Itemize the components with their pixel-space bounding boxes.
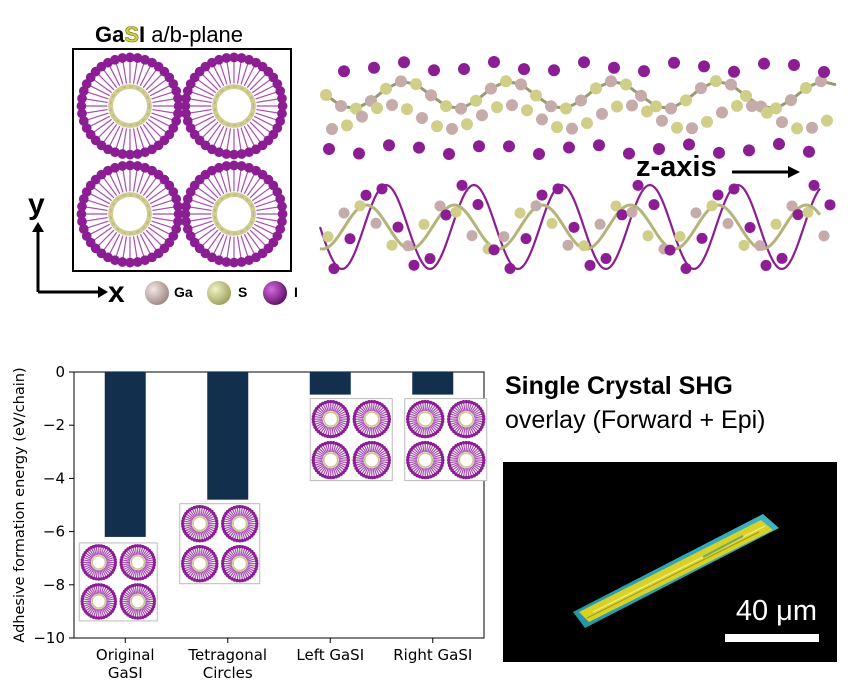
scale-bar-label: 40 μm (735, 595, 817, 627)
y-axis-label: Adhesive formation energy (eV/chain) (12, 367, 28, 642)
thumbnail-ring (311, 399, 351, 439)
x-tick-label: Right GaSI (393, 646, 472, 664)
thumbnail-ring (405, 440, 445, 480)
thumbnail-ring (180, 544, 219, 583)
title-s-highlight: S (124, 22, 140, 48)
shg-title: Single Crystal SHG (505, 372, 733, 400)
shg-micrograph: 40 μm (503, 462, 837, 662)
thumbnail-ring (220, 504, 259, 543)
legend-i-atom-icon (263, 281, 287, 305)
ring-3 (76, 160, 184, 268)
bar (412, 372, 454, 395)
scale-bar (725, 634, 819, 642)
bar (104, 372, 146, 537)
thumbnail-ring (446, 399, 486, 439)
ring-1 (76, 52, 184, 160)
y-tick-label: 0 (55, 363, 65, 381)
thumbnail-ring (119, 583, 157, 620)
thumbnail-ring (80, 583, 118, 620)
y-tick-label: −8 (43, 576, 65, 594)
x-tick-label: GaSI (108, 664, 143, 682)
legend-s-label: S (238, 284, 248, 300)
thumbnail-ring (352, 399, 392, 439)
y-tick-label: −10 (33, 629, 65, 647)
x-tick-label: Tetragonal (187, 646, 267, 664)
bar-structure-thumbnail (179, 503, 261, 585)
adhesive-energy-chart: 0 −2 −4 −6 −8 −10 Adhesive formation energy (e… (12, 363, 488, 682)
bar-structure-thumbnail (78, 542, 158, 622)
thumbnail-ring (80, 544, 118, 581)
ring-structure-grid (76, 52, 288, 268)
atom-legend: Ga S I (144, 280, 314, 308)
x-tick-label: Left GaSI (296, 646, 364, 664)
legend-ga-atom-icon (145, 281, 169, 305)
thumbnail-ring (405, 399, 445, 439)
thumbnail-ring (119, 544, 157, 581)
ring-2 (180, 52, 288, 160)
x-tick-label: Circles (203, 664, 253, 682)
y-tick-label: −2 (43, 416, 65, 434)
bar (207, 372, 249, 500)
z-axis-label: z-axis (636, 151, 717, 183)
structure-title: GaSI a/b-plane (95, 22, 244, 48)
thumbnail-ring (311, 440, 351, 480)
legend-ga-label: Ga (174, 284, 193, 300)
chain-helix-view (318, 179, 836, 275)
x-tick-label: Original (96, 646, 155, 664)
thumbnail-ring (180, 504, 219, 543)
z-axis-arrow (732, 166, 800, 178)
bar (309, 372, 351, 395)
thumbnail-ring (220, 544, 259, 583)
shg-subtitle: overlay (Forward + Epi) (505, 406, 766, 434)
axis-x-label: x (108, 276, 125, 309)
ring-4 (180, 160, 288, 268)
bar-structure-thumbnail (404, 398, 488, 482)
y-tick-label: −6 (43, 523, 65, 541)
ab-plane-structure-box (72, 48, 292, 272)
legend-i-label: I (294, 284, 298, 300)
xy-axis-arrows (32, 222, 108, 298)
crystal-image (573, 514, 779, 628)
legend-s-atom-icon (207, 281, 231, 305)
axis-y-label: y (28, 188, 45, 221)
plot-frame (73, 371, 485, 639)
chain-side-view (320, 56, 837, 160)
thumbnail-ring (446, 440, 486, 480)
bar-structure-thumbnail (309, 398, 393, 482)
y-tick-label: −4 (43, 469, 65, 487)
thumbnail-ring (352, 440, 392, 480)
